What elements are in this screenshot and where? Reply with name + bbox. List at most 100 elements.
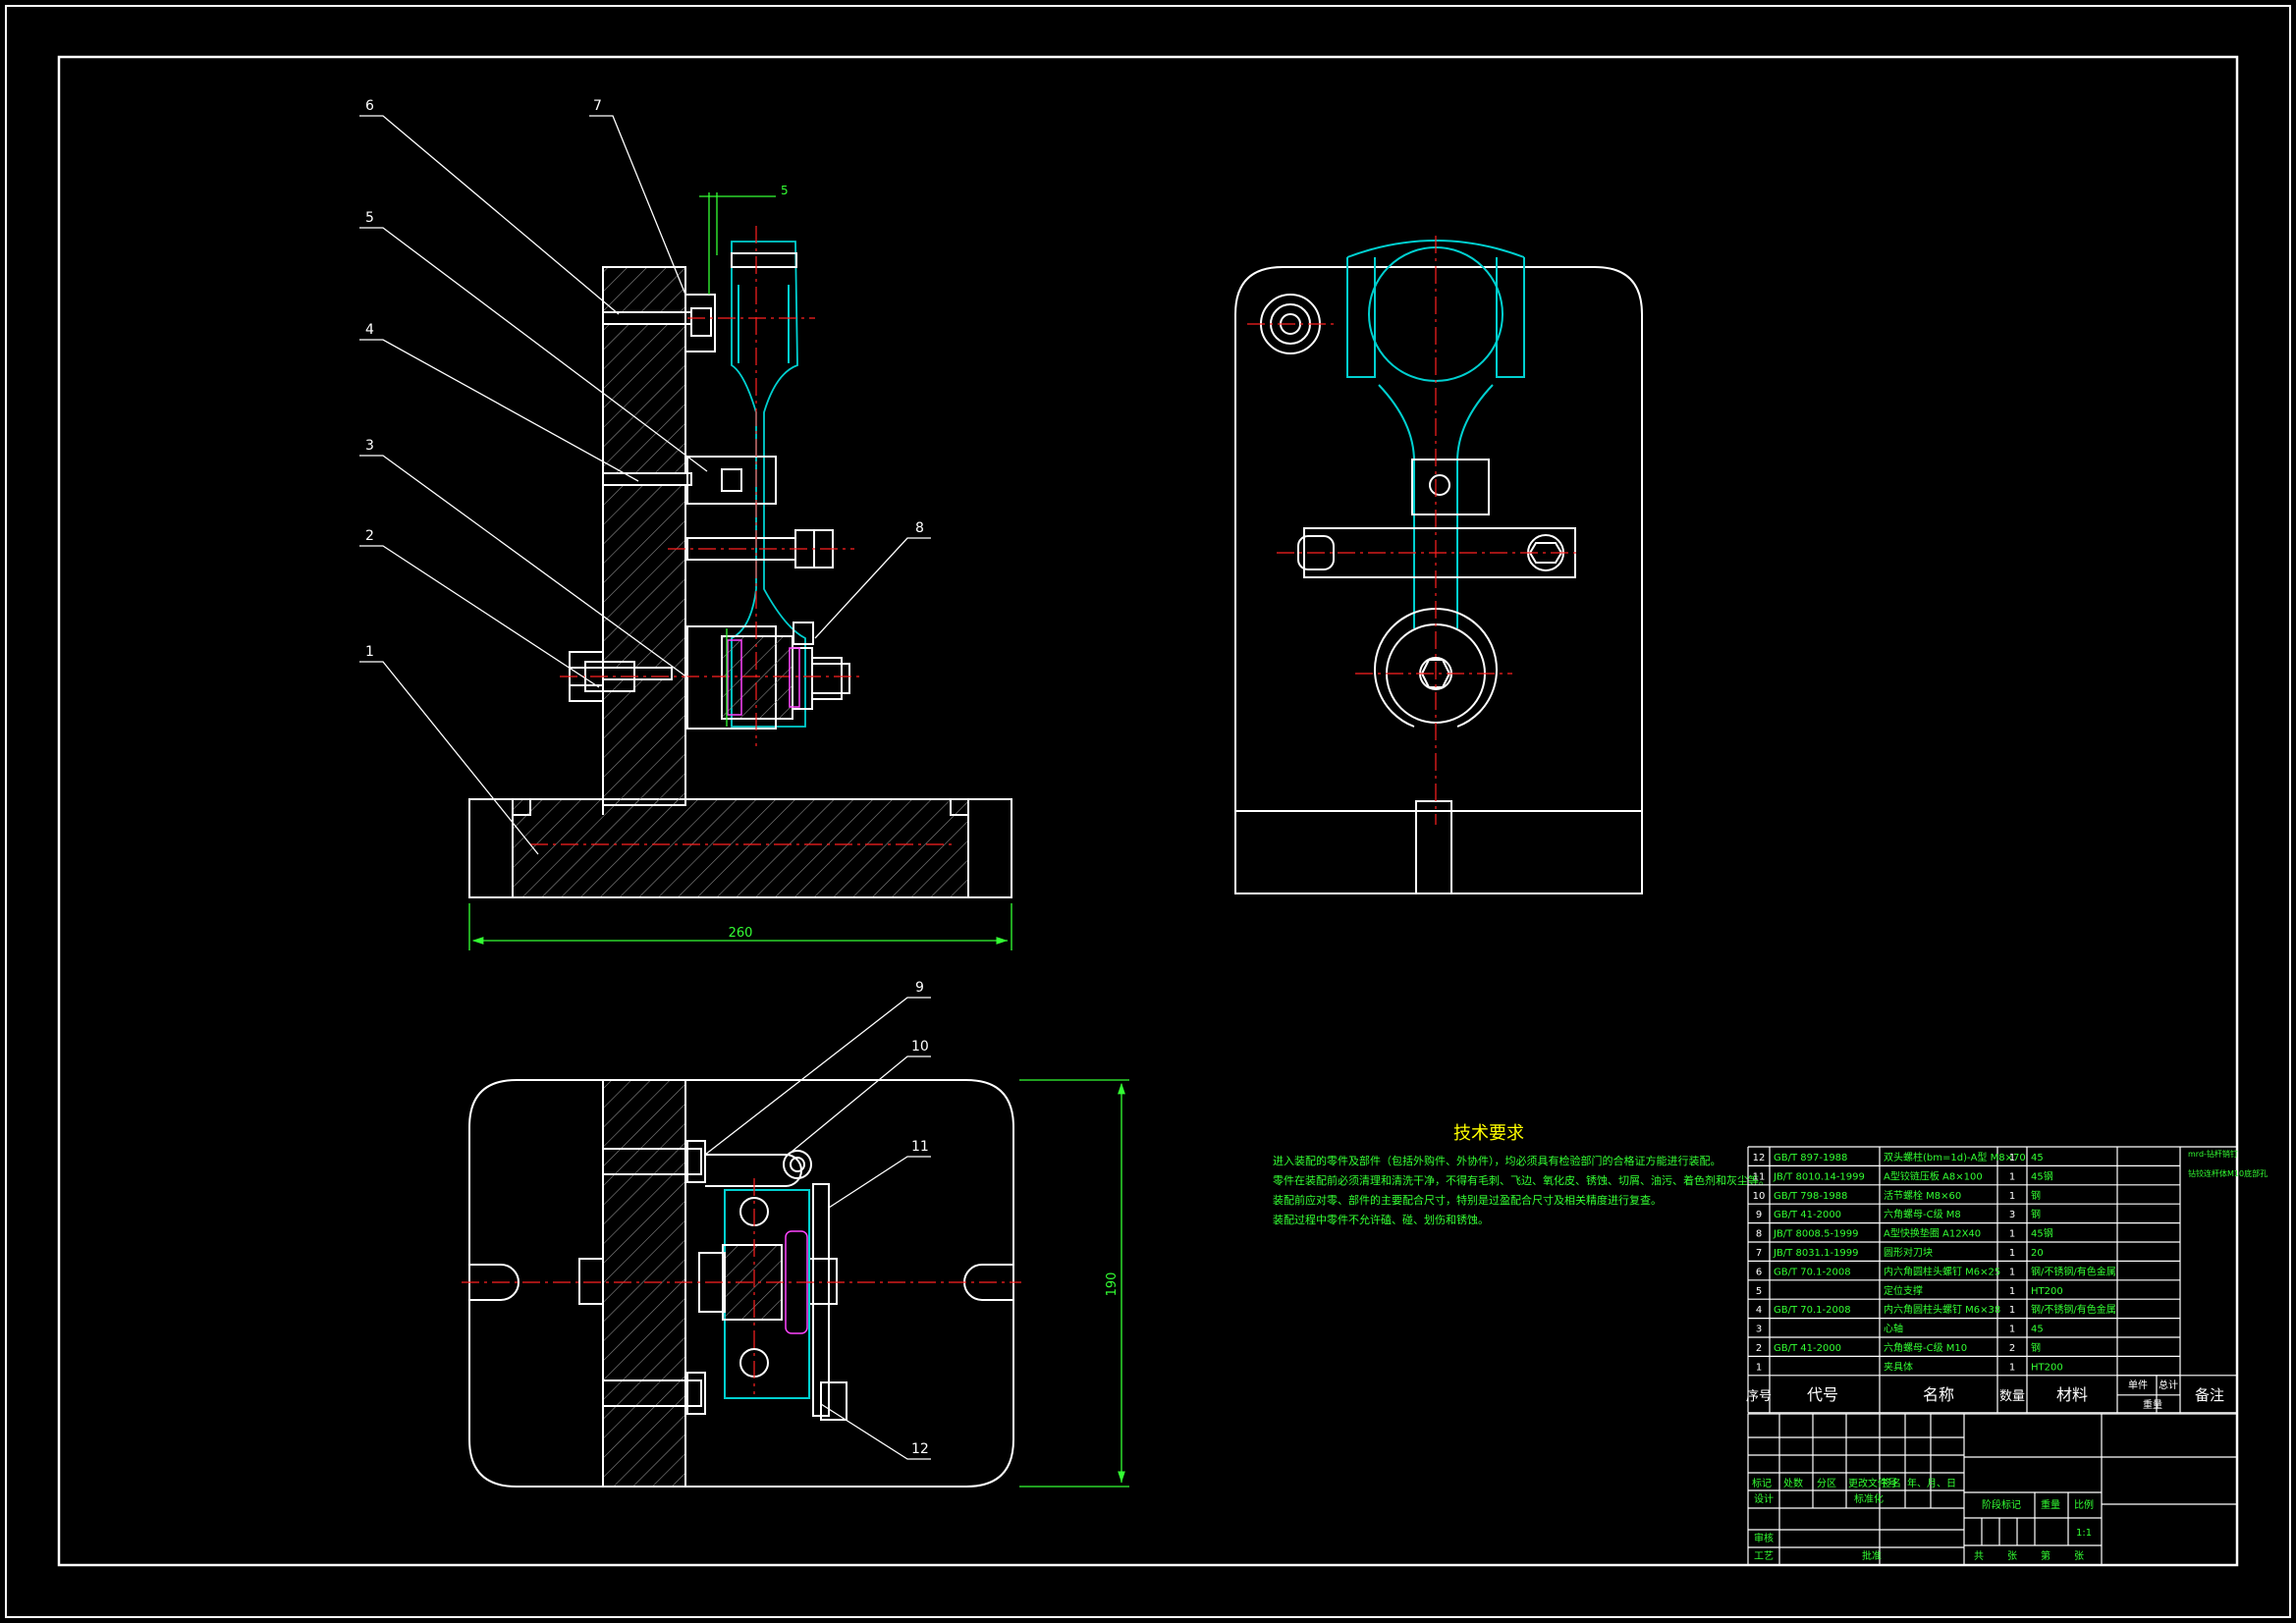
tech-line-2: 零件在装配前必须清理和清洗干净，不得有毛刺、飞边、氧化皮、锈蚀、切屑、油污、着色…	[1273, 1173, 1770, 1187]
bom-cell-material: 45	[2031, 1325, 2044, 1335]
balloon-labels: 1 2 3 4 5 6 7 8 9 10 11 12	[365, 98, 929, 1457]
bom-cell-code: GB/T 798-1988	[1774, 1191, 1847, 1202]
leader-lines	[359, 115, 931, 1460]
bom-cell-code: GB/T 70.1-2008	[1774, 1267, 1851, 1277]
balloon-1: 1	[365, 644, 374, 660]
bom-cell-material: HT200	[2031, 1362, 2063, 1373]
bom-cell-name: 内六角圆柱头螺钉 M6×25	[1884, 1265, 2000, 1277]
bom-side-note-1: mrd-钻杆销钉	[2188, 1149, 2238, 1159]
bom-cell-code: JB/T 8008.5-1999	[1773, 1229, 1859, 1240]
bom-cell-qty: 3	[2009, 1210, 2015, 1220]
bom-header-material: 材料	[2056, 1385, 2088, 1404]
bom-cell-qty: 1	[2009, 1248, 2015, 1259]
bom-cell-code: GB/T 897-1988	[1774, 1153, 1847, 1163]
balloon-10: 10	[911, 1039, 929, 1055]
tech-requirements-title: 技术要求	[1453, 1123, 1524, 1144]
tech-line-3: 装配前应对零、部件的主要配合尺寸，特别是过盈配合尺寸及相关精度进行复查。	[1273, 1193, 1662, 1207]
bom-cell-code: GB/T 41-2000	[1774, 1343, 1841, 1354]
bom-cell-qty: 1	[2009, 1171, 2015, 1182]
side-view	[1234, 240, 1643, 894]
bom-cell-code: GB/T 70.1-2008	[1774, 1305, 1851, 1316]
bom-cell-name: 圆形对刀块	[1884, 1246, 1933, 1259]
tech-line-4: 装配过程中零件不允许磕、碰、划伤和锈蚀。	[1273, 1213, 1489, 1226]
balloon-4: 4	[365, 322, 374, 338]
bom-header-code: 代号	[1807, 1385, 1838, 1404]
top-view	[468, 1079, 1014, 1488]
tb-design: 设计	[1754, 1492, 1774, 1505]
tb-sheets-unit-2: 张	[2074, 1550, 2084, 1562]
bom-cell-no: 10	[1753, 1191, 1766, 1202]
tech-line-1: 进入装配的零件及部件（包括外购件、外协件），均必须具有检验部门的合格证方能进行装…	[1273, 1154, 1722, 1167]
bom-header-qty: 数量	[1999, 1389, 2025, 1404]
tb-approve: 批准	[1862, 1549, 1882, 1562]
bom-cell-material: 钢	[2031, 1341, 2041, 1354]
bom-header-weight: 重量	[2143, 1398, 2162, 1411]
rev-count: 处数	[1783, 1477, 1803, 1489]
bom-cell-qty: 1	[2009, 1229, 2015, 1240]
tech-requirements-lines: 进入装配的零件及部件（包括外购件、外协件），均必须具有检验部门的合格证方能进行装…	[1273, 1154, 1770, 1226]
bom-cell-name: A型快换垫圈 A12X40	[1884, 1227, 1981, 1240]
bom-header-name: 名称	[1923, 1385, 1954, 1404]
balloon-2: 2	[365, 528, 374, 544]
bom-cell-material: HT200	[2031, 1286, 2063, 1297]
bom-cell-no: 12	[1753, 1153, 1766, 1163]
rev-zone: 分区	[1817, 1478, 1836, 1489]
bom-cell-qty: 1	[2009, 1305, 2015, 1316]
bom-header-remark: 备注	[2195, 1386, 2224, 1404]
tb-stage-mark: 阶段标记	[1982, 1498, 2021, 1511]
bom-cell-material: 45钢	[2031, 1227, 2053, 1240]
bom-cell-name: A型铰链压板 A8×100	[1884, 1169, 1983, 1182]
bom-header-unit: 单件	[2128, 1380, 2148, 1391]
bom-cell-no: 6	[1756, 1267, 1762, 1277]
bom-cell-name: 定位支撑	[1884, 1284, 1923, 1297]
rev-doc: 更改文件号	[1848, 1477, 1897, 1489]
tb-scale-value: 1:1	[2076, 1528, 2092, 1539]
bom-cell-no: 11	[1753, 1171, 1766, 1182]
bom-cell-material: 20	[2031, 1248, 2044, 1259]
inner-frame	[57, 55, 2239, 1567]
balloon-9: 9	[915, 980, 924, 996]
tb-standardize: 标准化	[1854, 1492, 1884, 1505]
balloon-6: 6	[365, 98, 374, 114]
rev-date: 年、月、日	[1907, 1477, 1956, 1489]
bom-side-note-2: 钻铰连杆体M10底部孔	[2188, 1168, 2268, 1178]
bom-cell-no: 2	[1756, 1343, 1762, 1354]
bom-cell-name: 双头螺柱(bm=1d)-A型 M8×70	[1884, 1151, 2026, 1163]
bom-cell-qty: 1	[2009, 1191, 2015, 1202]
title-block: 标记 处数 分区 更改文件号 签名 年、月、日 设计 标准化 审核 工艺 批准 …	[1747, 1413, 2238, 1566]
tb-sheets-index: 第	[2041, 1549, 2050, 1562]
balloon-3: 3	[365, 438, 374, 454]
bom-cell-qty: 2	[2009, 1343, 2015, 1354]
bom-header-no: 序号	[1746, 1389, 1772, 1404]
bom-cell-material: 45钢	[2031, 1169, 2053, 1182]
tb-sheets-total: 共	[1974, 1550, 1984, 1562]
balloon-7: 7	[593, 98, 602, 114]
bom-cell-material: 45	[2031, 1153, 2044, 1163]
bom-cell-name: 活节螺栓 M8×60	[1884, 1189, 1961, 1202]
bom-cell-material: 钢/不锈钢/有色金属	[2031, 1265, 2116, 1277]
bom-cell-name: 夹具体	[1884, 1360, 1913, 1373]
bom-cell-material: 钢/不锈钢/有色金属	[2031, 1303, 2116, 1316]
bom-header-total: 总计	[2159, 1379, 2178, 1391]
bom-cell-material: 钢	[2031, 1189, 2041, 1202]
balloon-11: 11	[911, 1139, 929, 1155]
bom-cell-no: 9	[1756, 1210, 1762, 1220]
tb-process: 工艺	[1754, 1550, 1774, 1562]
bom-cell-no: 3	[1756, 1325, 1762, 1335]
bom-cell-no: 5	[1756, 1286, 1762, 1297]
bom-cell-no: 8	[1756, 1229, 1762, 1240]
bom-cell-no: 7	[1756, 1248, 1762, 1259]
bom-cell-name: 六角螺母-C级 M10	[1884, 1342, 1967, 1354]
bom-cell-name: 六角螺母-C级 M8	[1884, 1209, 1961, 1220]
balloon-12: 12	[911, 1441, 929, 1457]
bom-cell-no: 4	[1756, 1305, 1762, 1316]
bom-cell-material: 钢	[2031, 1208, 2041, 1220]
tb-weight: 重量	[2041, 1498, 2060, 1511]
outer-frame	[5, 5, 2291, 1618]
bom-cell-code: GB/T 41-2000	[1774, 1210, 1841, 1220]
tb-scale: 比例	[2074, 1498, 2094, 1511]
bom-cell-no: 1	[1756, 1362, 1762, 1373]
